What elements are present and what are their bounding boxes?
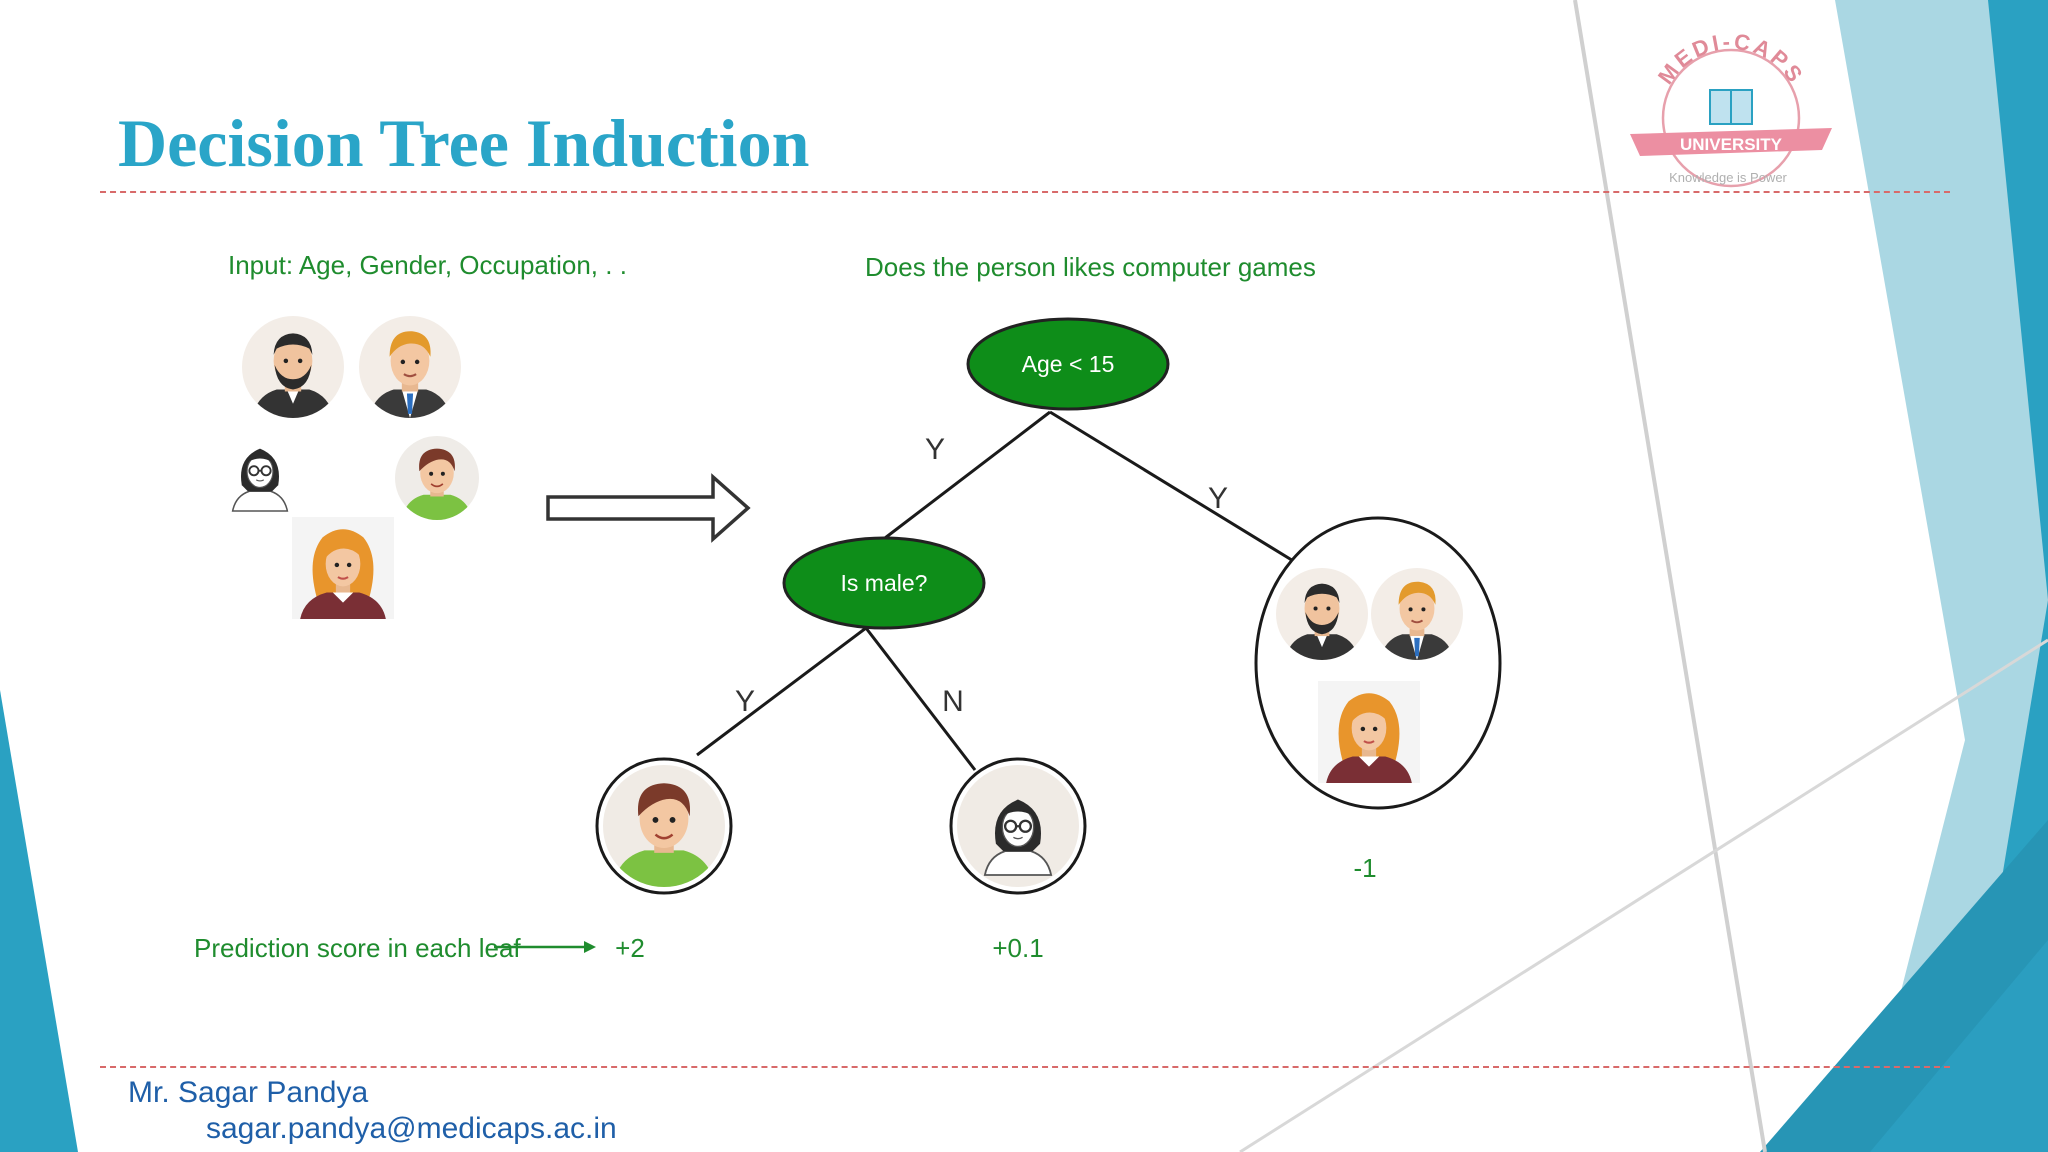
score-left-leaf: +2: [615, 933, 645, 963]
leaf-older: [1254, 516, 1502, 810]
prediction-arrow: [494, 941, 596, 953]
edge-label-root-right: Y: [1208, 482, 1228, 515]
score-right-leaf: -1: [1353, 853, 1376, 883]
tree-edges: [696, 410, 1296, 771]
svg-text:MEDI-CAPS: MEDI-CAPS: [1653, 29, 1809, 89]
university-logo: MEDI-CAPS UNIVERSITY Knowledge is Power: [1630, 29, 1832, 188]
footer-separator: [100, 1066, 1950, 1068]
edge-label-child-right: N: [942, 685, 964, 718]
footer-author-email: sagar.pandya@medicaps.ac.in: [206, 1112, 617, 1145]
footer-author-name: Mr. Sagar Pandya: [128, 1076, 369, 1109]
child-node: [782, 536, 986, 630]
person-woman: [292, 515, 394, 621]
slide-title: Decision Tree Induction: [118, 105, 810, 181]
edge-label-child-left: Y: [735, 685, 755, 718]
question-label: Does the person likes computer games: [865, 252, 1316, 282]
left-accent-shape: [0, 690, 78, 1152]
root-node: [966, 317, 1170, 411]
transform-arrow: [546, 473, 751, 543]
person-woman-glasses: [231, 447, 289, 513]
child-node-label: Is male?: [841, 570, 928, 596]
logo-ribbon-text: UNIVERSITY: [1680, 135, 1783, 154]
leaf-female: [949, 757, 1087, 895]
logo-arc-text: MEDI-CAPS: [1653, 29, 1809, 89]
logo-tagline: Knowledge is Power: [1669, 170, 1787, 185]
prediction-label: Prediction score in each leaf: [194, 933, 521, 963]
root-node-label: Age < 15: [1022, 351, 1115, 377]
background-decoration: [1239, 0, 2048, 1152]
leaf-male: [595, 757, 733, 895]
leaf-person-woman: [1318, 679, 1420, 785]
input-label: Input: Age, Gender, Occupation, . .: [228, 250, 627, 280]
input-people-cluster: [231, 316, 479, 621]
title-separator: [100, 191, 1950, 193]
edge-label-root-left: Y: [925, 433, 945, 466]
score-middle-leaf: +0.1: [992, 933, 1043, 963]
